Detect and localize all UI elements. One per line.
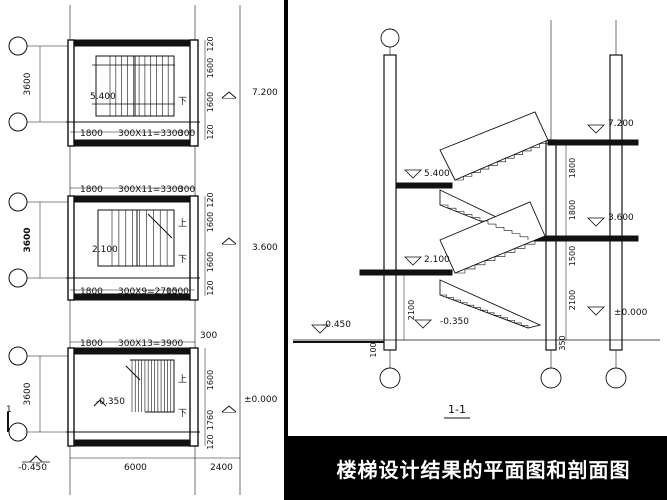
sec-left-dim-1: 2100 <box>407 300 416 320</box>
mid-right-dim-2: 1600 <box>206 212 215 232</box>
sec-level-3600: 3.600 <box>608 213 634 223</box>
top-right-dim-1: 120 <box>206 36 215 51</box>
mid-landing-elev: 2.100 <box>92 245 118 255</box>
top-elev: 7.200 <box>252 88 278 98</box>
mid-right-dim-1: 120 <box>206 192 215 207</box>
bot-depth-dim: 2400 <box>210 463 233 473</box>
top-down-marker: 下 <box>178 97 187 107</box>
mid-bottom-dim-1: 1800 <box>80 287 103 297</box>
bot-up-marker: 上 <box>178 374 187 385</box>
top-right-dim-3: 1600 <box>206 92 215 112</box>
bot-down-marker: 下 <box>178 409 187 419</box>
sec-level-0350: -0.350 <box>440 317 469 327</box>
bot-width-dim: 6000 <box>124 463 147 473</box>
section-labels: 7.200 5.400 3.600 2.100 ±0.000 -0.350 -0… <box>322 119 648 416</box>
bot-section-mark: 1 <box>6 405 12 415</box>
top-height-dim: 3600 <box>23 72 33 95</box>
mid-right-dim-3: 1600 <box>206 252 215 272</box>
sec-level-0450: -0.450 <box>322 320 351 330</box>
mid-height-dim: 3600 <box>23 227 33 252</box>
bot-right-dim-1: 1600 <box>206 370 215 390</box>
mid-down-marker: 下 <box>178 255 187 265</box>
mid-top-dim-3: 300 <box>178 185 195 195</box>
mid-top-dim-1: 1800 <box>80 185 103 195</box>
mid-bottom-dim-2: 300X9=2700 <box>118 287 178 297</box>
plan-panel <box>0 0 284 500</box>
bot-height-dim: 3600 <box>23 382 33 405</box>
mid-plan-treads <box>111 210 175 266</box>
sec-vdim-4: 2100 <box>568 290 577 310</box>
bottom-plan <box>7 341 240 463</box>
top-bottom-dim-2: 300X11=3300 <box>118 129 184 139</box>
plan-views <box>7 5 241 495</box>
sec-vdim-2: 1800 <box>568 200 577 220</box>
plan-labels: 3600 5.400 下 120 1600 1600 120 7.200 180… <box>6 36 278 473</box>
bot-landing-elev: -0.350 <box>96 397 125 407</box>
sec-level-5400: 5.400 <box>424 169 450 179</box>
bot-top-dim-2: 300X13=3900 <box>118 339 184 349</box>
bot-right-dim-2: 1760 <box>206 410 215 430</box>
top-plan <box>8 36 237 147</box>
section-step-lines <box>440 140 549 328</box>
top-plan-treads <box>109 56 175 116</box>
mid-right-dim-4: 120 <box>206 280 215 295</box>
bot-top-dim-3: 300 <box>200 331 217 341</box>
mid-bottom-dim-3: 1500 <box>166 287 189 297</box>
top-right-dim-2: 1600 <box>206 58 215 78</box>
sec-level-7200: 7.200 <box>608 119 634 129</box>
section-title: 1-1 <box>448 403 466 416</box>
figure-caption: 楼梯设计结果的平面图和剖面图 <box>336 457 631 482</box>
sec-level-2100: 2.100 <box>424 255 450 265</box>
sec-vdim-1: 1800 <box>568 158 577 178</box>
bot-right-dim-3: 120 <box>206 434 215 449</box>
mid-up-marker: 上 <box>178 218 187 229</box>
bot-top-dim-1: 1800 <box>80 339 103 349</box>
mid-elev: 3.600 <box>252 243 278 253</box>
top-right-dim-4: 120 <box>206 124 215 139</box>
top-bottom-dim-1: 1800 <box>80 129 103 139</box>
middle-plan <box>8 187 237 301</box>
bottom-plan-treads <box>131 360 175 412</box>
sec-level-000: ±0.000 <box>614 308 648 318</box>
bot-ground-elev: -0.450 <box>18 463 47 473</box>
top-bottom-dim-3: 300 <box>178 129 195 139</box>
bot-elev: ±0.000 <box>244 395 278 405</box>
mid-top-dim-2: 300X11=3300 <box>118 185 184 195</box>
sec-vdim-3: 1500 <box>568 246 577 266</box>
sec-left-dim-2: 100 <box>369 342 378 357</box>
section-view <box>293 20 660 419</box>
sec-vdim-5: 350 <box>558 335 567 350</box>
top-landing-elev: 5.400 <box>90 92 116 102</box>
